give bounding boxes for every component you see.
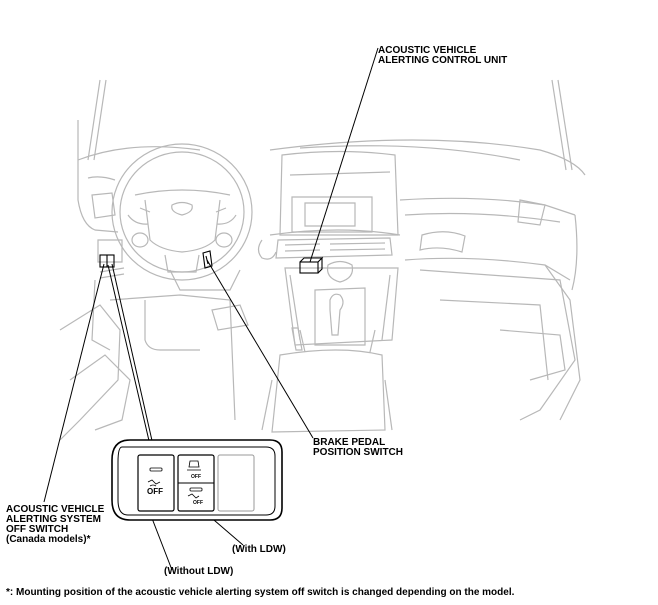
off-switch-marker bbox=[99, 254, 115, 268]
switch-off-label: OFF bbox=[147, 487, 163, 496]
speaker-icon-small bbox=[187, 493, 200, 499]
control-unit-label-line1: ACOUSTIC VEHICLE bbox=[378, 45, 477, 56]
leader-lines bbox=[43, 47, 379, 571]
footnote: *: Mounting position of the acoustic veh… bbox=[6, 587, 515, 598]
speaker-icon bbox=[147, 479, 161, 487]
without-ldw-label: (Without LDW) bbox=[164, 566, 234, 577]
with-ldw-label: (With LDW) bbox=[232, 544, 286, 555]
control-unit-marker bbox=[299, 256, 324, 274]
dashboard-outline bbox=[59, 79, 586, 441]
brake-switch-label: BRAKE PEDAL POSITION SWITCH bbox=[313, 438, 403, 458]
off-switch-label: ACOUSTIC VEHICLE ALERTING SYSTEM OFF SWI… bbox=[6, 505, 104, 545]
control-unit-label-line2: ALERTING CONTROL UNIT bbox=[378, 55, 508, 66]
off-switch-label-line3: OFF SWITCH bbox=[6, 524, 69, 535]
off-switch-label-line4: (Canada models)* bbox=[6, 534, 91, 545]
off-switch-label-line2: ALERTING SYSTEM bbox=[6, 514, 102, 525]
steering-wheel bbox=[111, 143, 253, 281]
ldw-icon bbox=[187, 460, 201, 471]
brake-switch-label-line1: BRAKE PEDAL bbox=[313, 437, 386, 448]
off-switch-label-line1: ACOUSTIC VEHICLE bbox=[6, 504, 105, 515]
svg-text:OFF: OFF bbox=[193, 500, 203, 506]
switch-without-ldw bbox=[137, 454, 175, 512]
brake-switch-label-line2: POSITION SWITCH bbox=[313, 447, 403, 458]
switch-panel: OFF OFF bbox=[111, 439, 283, 521]
control-unit-label: ACOUSTIC VEHICLE ALERTING CONTROL UNIT bbox=[378, 46, 507, 66]
svg-text:OFF: OFF bbox=[191, 474, 201, 480]
blank-switch-slot bbox=[217, 454, 255, 512]
